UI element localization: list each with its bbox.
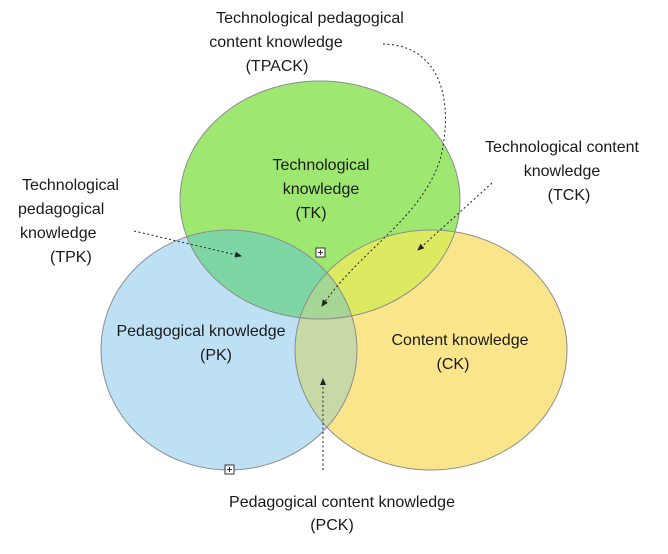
tpack-leader-arrow — [321, 43, 446, 307]
expand-handle-icon[interactable] — [224, 464, 235, 475]
ck-label-line1: Content knowledge — [392, 332, 529, 349]
tpack-callout-line3: (TPACK) — [246, 58, 309, 75]
tpk-overlap-region — [180, 230, 357, 319]
pck-callout-line2: (PCK) — [310, 517, 354, 534]
tk-label-line1: Technological — [273, 157, 370, 174]
tpk-callout-line1: Technological — [22, 177, 119, 194]
tck-callout-line2: knowledge — [524, 163, 601, 180]
tk-label-line3: (TK) — [295, 205, 326, 222]
pk-label-line2: (PK) — [200, 347, 232, 364]
ck-circle-outline — [294, 229, 568, 471]
ck-label-line2: (CK) — [437, 356, 470, 373]
tpk-callout-line4: (TPK) — [50, 249, 92, 266]
expand-handle-icon[interactable] — [315, 247, 326, 258]
tck-overlap-region — [295, 230, 460, 319]
tck-callout-line3: (TCK) — [548, 187, 591, 204]
tpack-callout-line2: content knowledge — [209, 34, 343, 51]
tck-callout-line1: Technological content — [485, 139, 639, 156]
tpk-callout-line3: knowledge — [20, 225, 97, 242]
pck-callout-line1: Pedagogical content knowledge — [229, 494, 455, 511]
pk-label-line1: Pedagogical knowledge — [116, 323, 285, 340]
tpk-leader-arrow — [133, 230, 242, 258]
tpack-callout-line1: Technological pedagogical — [216, 10, 404, 27]
tk-label-line2: knowledge — [283, 181, 360, 198]
tk-circle-outline — [179, 80, 461, 320]
tpk-callout-line2: pedagogical — [18, 201, 104, 218]
tck-leader-arrow — [417, 182, 493, 251]
